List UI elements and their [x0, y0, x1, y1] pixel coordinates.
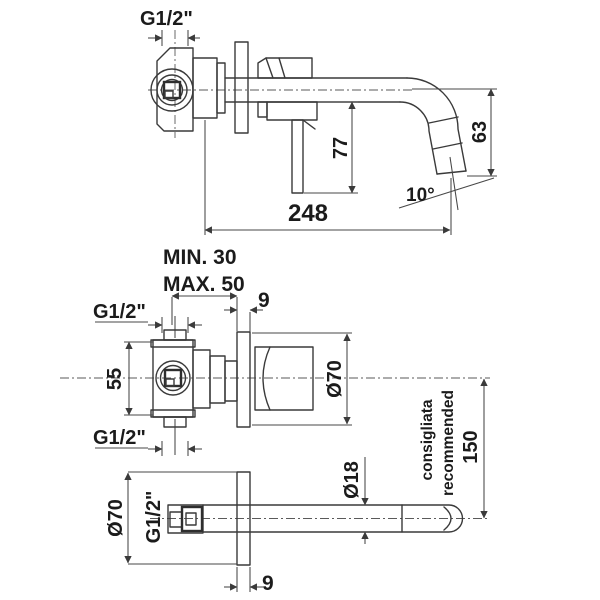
connector-step — [216, 62, 226, 114]
dim63-label: 63 — [469, 121, 491, 143]
valve-socket-notch — [165, 378, 175, 387]
dia18-label: Ø18 — [341, 461, 363, 499]
dim9-spout-label: 9 — [262, 572, 274, 595]
valve-cartridge-inner — [159, 364, 187, 392]
max-depth-label: MAX. 50 — [163, 273, 245, 296]
cartridge-cap — [257, 57, 313, 79]
handle-knob — [254, 346, 314, 411]
elbow-socket-notch — [164, 90, 174, 99]
dia70-valve-extensions — [252, 332, 352, 426]
elbow-body — [156, 47, 194, 132]
wall-plate-top-view — [234, 41, 249, 134]
dim77-label: 77 — [330, 137, 352, 159]
dim9-spout-extensions — [236, 567, 251, 592]
depth-extensions — [171, 297, 238, 331]
top-view: G1/2" 63 10° 77 248 — [140, 8, 497, 235]
collar-chamfer — [302, 119, 316, 130]
spout-view: G1/2" Ø70 Ø18 9 150 consigliata recommen… — [105, 378, 490, 595]
angle-lines — [398, 156, 495, 211]
note-recommended: recommended — [440, 390, 457, 496]
dim248-label: 248 — [288, 200, 328, 227]
body-collar — [266, 101, 318, 121]
spout-fitting-notch — [185, 512, 197, 526]
aerator-joints — [428, 116, 463, 150]
thread-label-spout: G1/2" — [143, 491, 165, 544]
valve-outlet-stub — [163, 416, 187, 428]
valve-bottom-flange — [150, 409, 196, 418]
angle-label: 10° — [406, 185, 435, 206]
spout-fitting-socket — [180, 505, 204, 533]
dim55-extensions — [124, 341, 153, 416]
valve-cartridge-outer — [155, 360, 191, 396]
cap-chamfers — [265, 57, 286, 79]
note-consigliata: consigliata — [419, 399, 436, 480]
valve-inlet-stub — [163, 329, 187, 341]
spout-tip-dome — [443, 506, 452, 531]
dim150-label: 150 — [460, 430, 482, 463]
spout-tube — [202, 504, 464, 533]
valve-connector-2 — [209, 355, 226, 404]
spout-fitting-step — [169, 511, 183, 528]
dia70-spout-label: Ø70 — [105, 499, 127, 537]
collar-step — [257, 101, 268, 118]
connector-nut — [192, 57, 218, 119]
elbow-joint-mid — [156, 74, 188, 106]
wall-plate-spout-view — [236, 471, 251, 566]
dia70-valve-label: Ø70 — [324, 360, 346, 398]
valve-view: G1/2" G1/2" 55 9 Ø70 — [60, 289, 490, 456]
knob-dome-arc — [262, 346, 271, 411]
spout-outer-curve — [406, 77, 467, 172]
valve-top-flange — [150, 339, 196, 348]
valve-connector-3 — [224, 360, 238, 402]
handle-lever — [291, 119, 304, 194]
elbow-joint-inner — [160, 78, 184, 102]
dim55-label: 55 — [104, 368, 126, 390]
thread-label-valve-bottom: G1/2" — [93, 427, 146, 449]
wall-plate-valve-view — [236, 331, 251, 428]
installation-depth: MIN. 30 MAX. 50 — [163, 246, 245, 331]
thread-label-valve-top: G1/2" — [93, 301, 146, 323]
dim9-valve-label: 9 — [258, 289, 270, 312]
thread-label-top-view: G1/2" — [140, 8, 193, 30]
min-depth-label: MIN. 30 — [163, 246, 237, 269]
valve-connector-1 — [192, 349, 211, 409]
spout-outlet-face — [436, 170, 467, 175]
spout-inner-curve — [399, 101, 438, 175]
dia70-spout-extensions — [128, 471, 237, 565]
dim248-extensions — [204, 120, 452, 235]
